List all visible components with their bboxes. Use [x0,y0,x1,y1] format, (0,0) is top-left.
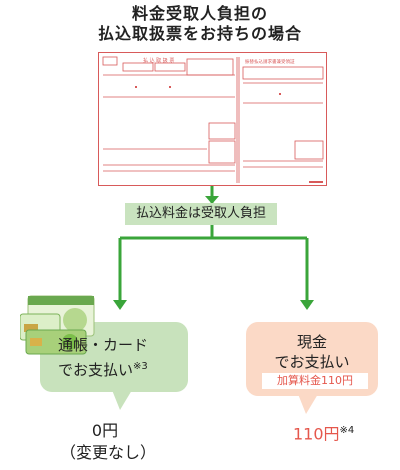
title-line-1: 料金受取人負担の [131,4,268,23]
slip-header-text: 払 込 取 扱 票 [143,57,174,64]
arrow-head-left [113,300,127,310]
bubble-right-tail [298,394,318,414]
bubble-cash-line-2: でお支払い [274,353,350,371]
bubble-card-payment-text: 通帳・カード でお支払い※3 [58,334,148,381]
bubble-left-tail [112,390,132,410]
slip-receipt-text: 振替払込請求書兼受領証 [245,58,295,65]
result-card-payment: 0円 （変更なし） [60,420,157,464]
passbook-card-icon [20,295,95,355]
title-line-2: 払込取扱票をお持ちの場合 [97,24,302,43]
bubble-card-line-2: でお支払い [58,361,134,379]
bubble-cash-line-1: 現金 [296,333,327,351]
result-cash-amount: 110円 [293,424,340,444]
result-card-amount: 0円 [91,421,119,440]
page-title: 料金受取人負担の 払込取扱票をお持ちの場合 [0,4,400,44]
payment-slip-image: 払 込 取 扱 票 振替払込請求書兼受領証 [98,52,327,186]
arrow-head-top [205,196,219,204]
result-cash-payment: 110円※4 [293,420,354,445]
additional-fee-label: 加算料金110円 [262,373,368,389]
bubble-card-note: ※3 [133,361,148,372]
result-card-note: （変更なし） [60,443,157,462]
payment-slip-drawing: 払 込 取 扱 票 振替払込請求書兼受領証 [102,56,324,183]
result-cash-note: ※4 [339,425,355,436]
fee-payer-badge: 払込料金は受取人負担 [125,203,277,225]
arrow-head-right [300,300,314,310]
bubble-card-line-1: 通帳・カード [58,336,149,354]
